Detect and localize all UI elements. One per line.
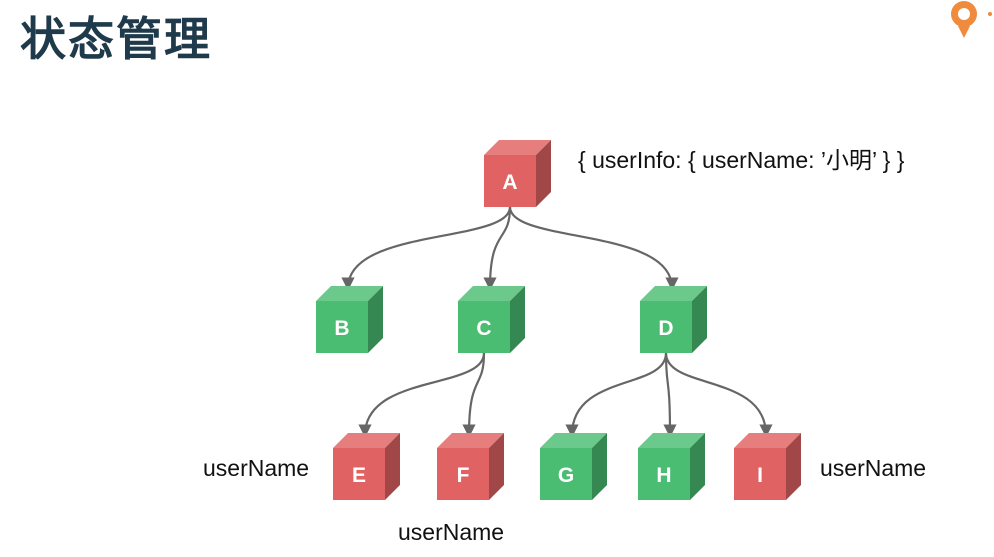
node-e-label: E <box>352 464 366 487</box>
node-b-label: B <box>334 317 349 340</box>
cube-top-face <box>484 140 551 155</box>
node-d-label: D <box>658 317 673 340</box>
page-title: 状态管理 <box>20 12 212 66</box>
cube-side-face <box>536 140 551 207</box>
cube-side-face <box>510 286 525 353</box>
cube-front-face <box>316 301 368 353</box>
node-d: D <box>640 286 707 353</box>
cube-front-face <box>640 301 692 353</box>
node-a-state-annotation: { userInfo: { userName: ’小明’ } } <box>578 147 905 173</box>
edge-a-c <box>483 206 512 291</box>
tree-edges <box>341 206 773 438</box>
cube-front-face <box>458 301 510 353</box>
edge-a-d <box>508 206 679 291</box>
edge-a-b <box>341 206 512 291</box>
cube-top-face <box>458 286 525 301</box>
edge-d-i <box>664 352 773 438</box>
cube-side-face <box>368 286 383 353</box>
node-a-label: A <box>502 171 517 194</box>
node-c: C <box>458 286 525 353</box>
cube-front-face <box>484 155 536 207</box>
cube-top-face <box>734 433 801 448</box>
cube-side-face <box>385 433 400 500</box>
edge-d-g <box>565 352 668 438</box>
cube-side-face <box>786 433 801 500</box>
edge-c-e <box>358 352 486 438</box>
edge-c-f <box>462 352 486 438</box>
node-f-label: F <box>457 464 470 487</box>
cube-front-face <box>734 448 786 500</box>
node-i: I <box>734 433 801 500</box>
node-i-label: I <box>757 464 763 487</box>
cube-top-face <box>437 433 504 448</box>
tree-nodes: A B C D E F G H I <box>316 140 801 500</box>
cube-top-face <box>640 286 707 301</box>
node-f: F <box>437 433 504 500</box>
node-e-annotation: userName <box>203 455 309 481</box>
node-f-annotation: userName <box>398 519 504 545</box>
node-b: B <box>316 286 383 353</box>
cube-top-face <box>316 286 383 301</box>
node-e: E <box>333 433 400 500</box>
node-g: G <box>540 433 607 500</box>
node-c-label: C <box>476 317 491 340</box>
cube-side-face <box>592 433 607 500</box>
node-h: H <box>638 433 705 500</box>
cube-front-face <box>437 448 489 500</box>
cube-top-face <box>638 433 705 448</box>
cube-front-face <box>333 448 385 500</box>
node-g-label: G <box>558 464 574 487</box>
cube-side-face <box>690 433 705 500</box>
cube-top-face <box>333 433 400 448</box>
node-i-annotation: userName <box>820 455 926 481</box>
cube-front-face <box>638 448 690 500</box>
orange-logo-icon <box>951 1 992 38</box>
node-h-label: H <box>656 464 671 487</box>
cube-side-face <box>692 286 707 353</box>
edge-d-h <box>663 352 677 438</box>
cube-side-face <box>489 433 504 500</box>
node-a: A <box>484 140 551 207</box>
cube-top-face <box>540 433 607 448</box>
cube-front-face <box>540 448 592 500</box>
